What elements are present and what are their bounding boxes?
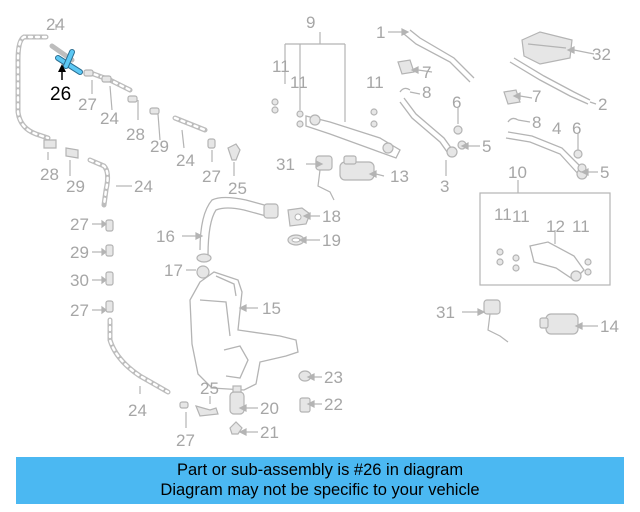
callout-18: 18 — [322, 207, 341, 226]
wiper-arm-3 — [399, 97, 458, 158]
nut-6 — [453, 125, 463, 135]
callout-27: 27 — [70, 301, 89, 320]
callout-31: 31 — [276, 155, 295, 174]
callout-11: 11 — [494, 205, 512, 224]
callout-26-highlighted: 26 — [50, 84, 71, 105]
clip-8-top — [399, 87, 411, 93]
wiper-linkage-frame — [305, 114, 401, 159]
banner-line-1: Part or sub-assembly is #26 in diagram — [176, 461, 464, 479]
callout-17: 17 — [164, 261, 183, 280]
callout-5: 5 — [600, 163, 609, 182]
callout-5: 5 — [482, 137, 491, 156]
callout-11: 11 — [290, 73, 308, 92]
washer-hose-left-vertical — [15, 34, 51, 141]
callout-27: 27 — [70, 215, 89, 234]
bracket-9-leaders — [284, 32, 346, 122]
banner-line-2: Diagram may not be specific to your vehi… — [160, 481, 480, 499]
callout-7: 7 — [532, 87, 541, 106]
washer-hose-top — [49, 43, 208, 133]
washer-connectors-top — [83, 69, 241, 161]
callout-24: 24 — [46, 15, 65, 34]
part-26-tee-connector[interactable] — [55, 49, 83, 75]
callout-23: 23 — [324, 368, 343, 387]
callout-1: 1 — [376, 23, 385, 42]
callout-27: 27 — [176, 431, 195, 450]
callout-10: 10 — [508, 163, 527, 182]
callout-8: 8 — [422, 83, 431, 102]
callout-27: 27 — [202, 167, 221, 186]
callout-7: 7 — [422, 63, 431, 82]
motor-14 — [539, 313, 579, 335]
callout-28: 28 — [126, 125, 145, 144]
callout-32: 32 — [592, 45, 611, 64]
callout-29: 29 — [70, 243, 89, 262]
seal-22 — [299, 397, 311, 413]
callout-16: 16 — [156, 227, 175, 246]
callout-29: 29 — [66, 177, 85, 196]
washer-hose-lower — [107, 317, 189, 409]
small-screws-left — [271, 98, 378, 128]
callout-22: 22 — [324, 395, 343, 414]
part-26-arrowhead — [58, 64, 66, 72]
subassembly-10-box — [479, 180, 611, 286]
callout-15: 15 — [262, 299, 281, 318]
reservoir-cap — [196, 265, 210, 279]
wiper-motor-13 — [339, 155, 375, 181]
info-banner: Part or sub-assembly is #26 in diagram D… — [16, 457, 624, 504]
callout-24: 24 — [100, 109, 119, 128]
grommet-19 — [287, 234, 305, 246]
washer-hose-mid — [43, 139, 111, 208]
clip-8-right — [507, 117, 519, 123]
callout-31: 31 — [436, 303, 455, 322]
callout-14: 14 — [600, 317, 619, 336]
callout-21: 21 — [260, 423, 279, 442]
callout-25: 25 — [200, 379, 219, 398]
callout-25: 25 — [228, 179, 247, 198]
washer-reservoir — [189, 271, 299, 391]
callout-4: 4 — [552, 119, 561, 138]
callout-6: 6 — [572, 119, 581, 138]
callout-11: 11 — [366, 73, 384, 92]
callout-24: 24 — [176, 151, 195, 170]
leader-lines — [47, 24, 598, 436]
clip-7-top — [397, 59, 415, 75]
sensor-31-right — [483, 299, 509, 343]
callout-6: 6 — [452, 93, 461, 112]
nut-6-right — [573, 149, 583, 159]
wiper-arm-1 — [403, 29, 475, 83]
callout-8: 8 — [532, 113, 541, 132]
callout-27: 27 — [78, 95, 97, 114]
callout-28: 28 — [40, 165, 59, 184]
washer-filler-neck — [196, 196, 279, 263]
wiper-blade-32 — [521, 31, 573, 65]
callout-labels: 24 27 24 28 29 24 27 25 28 29 24 27 29 3… — [40, 13, 619, 450]
washer-small-fittings — [105, 219, 114, 313]
small-hose-25 — [194, 405, 219, 417]
level-sensor-18 — [287, 207, 311, 227]
clip-7-right — [503, 89, 521, 105]
callout-3: 3 — [440, 177, 449, 196]
callout-11: 11 — [512, 207, 530, 226]
linkage-12 — [529, 230, 585, 282]
callout-30: 30 — [70, 271, 89, 290]
callout-2: 2 — [598, 95, 607, 114]
callout-12: 12 — [546, 217, 565, 236]
callout-11: 11 — [572, 217, 590, 236]
callout-20: 20 — [260, 399, 279, 418]
callout-9: 9 — [306, 13, 315, 32]
wiper-blade-2 — [509, 57, 591, 105]
washer-pump — [229, 385, 245, 435]
callout-24: 24 — [128, 401, 147, 420]
callout-29: 29 — [150, 137, 169, 156]
screws-11-box — [496, 248, 592, 276]
callout-24: 24 — [134, 177, 153, 196]
callout-13: 13 — [390, 167, 409, 186]
callout-19: 19 — [322, 231, 341, 250]
callout-11: 11 — [272, 57, 290, 76]
